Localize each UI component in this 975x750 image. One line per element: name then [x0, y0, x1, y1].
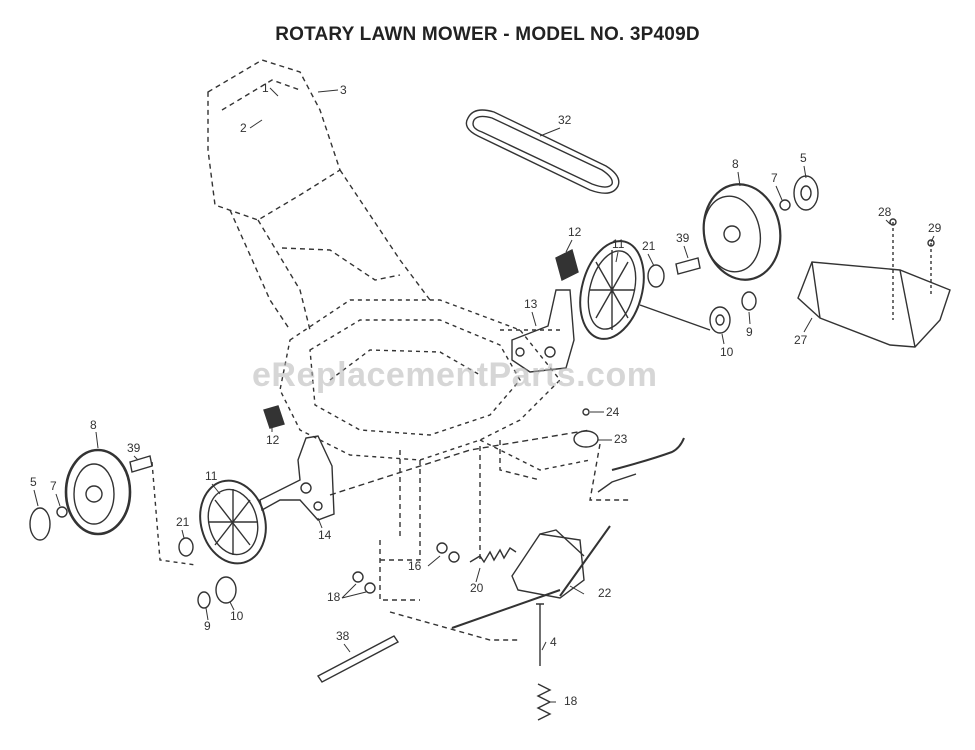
- callout-12-right: 12: [568, 225, 582, 239]
- right-gear-wheel: [579, 240, 645, 340]
- callout-3: 3: [340, 83, 347, 97]
- handle-assembly: [207, 59, 431, 331]
- rod: [316, 635, 400, 683]
- callout-11-right: 11: [612, 237, 625, 251]
- callout-11-left: 11: [205, 469, 218, 483]
- right-spacer: [675, 257, 701, 275]
- left-nut: [56, 506, 68, 518]
- mower-deck: [279, 299, 591, 471]
- callout-13: 13: [524, 297, 538, 311]
- left-pinion: [215, 576, 237, 604]
- callout-23: 23: [614, 432, 628, 446]
- callout-29: 29: [928, 221, 942, 235]
- callout-16: 16: [408, 559, 422, 573]
- left-gear-wheel: [199, 479, 267, 565]
- left-washer: [178, 537, 194, 557]
- callout-7-left: 7: [50, 479, 57, 493]
- right-wheel: [702, 183, 782, 281]
- callout-10-right: 10: [720, 345, 734, 359]
- callout-10-left: 10: [230, 609, 244, 623]
- callout-8-right: 8: [732, 157, 739, 171]
- callout-32: 32: [558, 113, 572, 127]
- callout-14: 14: [318, 528, 332, 542]
- callout-24: 24: [606, 405, 620, 419]
- right-pinion: [639, 291, 757, 334]
- callout-9-left: 9: [204, 619, 211, 633]
- callout-21-left: 21: [176, 515, 190, 529]
- transmission: [451, 525, 611, 629]
- rear-baffle: [797, 218, 951, 348]
- callout-9-right: 9: [746, 325, 753, 339]
- left-spacer: [129, 455, 153, 473]
- drive-belt: [465, 109, 620, 194]
- right-spring: [555, 248, 579, 282]
- right-hub-cap: [779, 175, 819, 211]
- callout-28: 28: [878, 205, 892, 219]
- callout-18-mid: 18: [327, 590, 341, 604]
- callout-5-left: 5: [30, 475, 37, 489]
- callout-7-right: 7: [771, 171, 778, 185]
- page-title: ROTARY LAWN MOWER - MODEL NO. 3P409D: [275, 24, 700, 45]
- callout-39-right: 39: [676, 231, 690, 245]
- pulley: [573, 430, 599, 448]
- left-spring: [263, 405, 285, 429]
- callout-2: 2: [240, 121, 247, 135]
- right-washer: [647, 264, 665, 288]
- callout-22: 22: [598, 586, 612, 600]
- left-height-bracket: [259, 435, 335, 521]
- callout-1: 1: [262, 81, 269, 95]
- left-nut-9: [197, 591, 211, 609]
- callout-27: 27: [794, 333, 808, 347]
- callout-21-right: 21: [642, 239, 656, 253]
- callout-8-left: 8: [90, 418, 97, 432]
- left-wheel: [64, 448, 132, 536]
- callout-12-left: 12: [266, 433, 280, 447]
- callout-20: 20: [470, 581, 484, 595]
- callout-39-left: 39: [127, 441, 141, 455]
- left-hub-cap: [29, 507, 51, 541]
- callout-18-bottom: 18: [564, 694, 578, 708]
- callout-4: 4: [550, 635, 557, 649]
- callout-38: 38: [336, 629, 350, 643]
- callout-5-right: 5: [800, 151, 807, 165]
- right-height-bracket: [511, 289, 575, 373]
